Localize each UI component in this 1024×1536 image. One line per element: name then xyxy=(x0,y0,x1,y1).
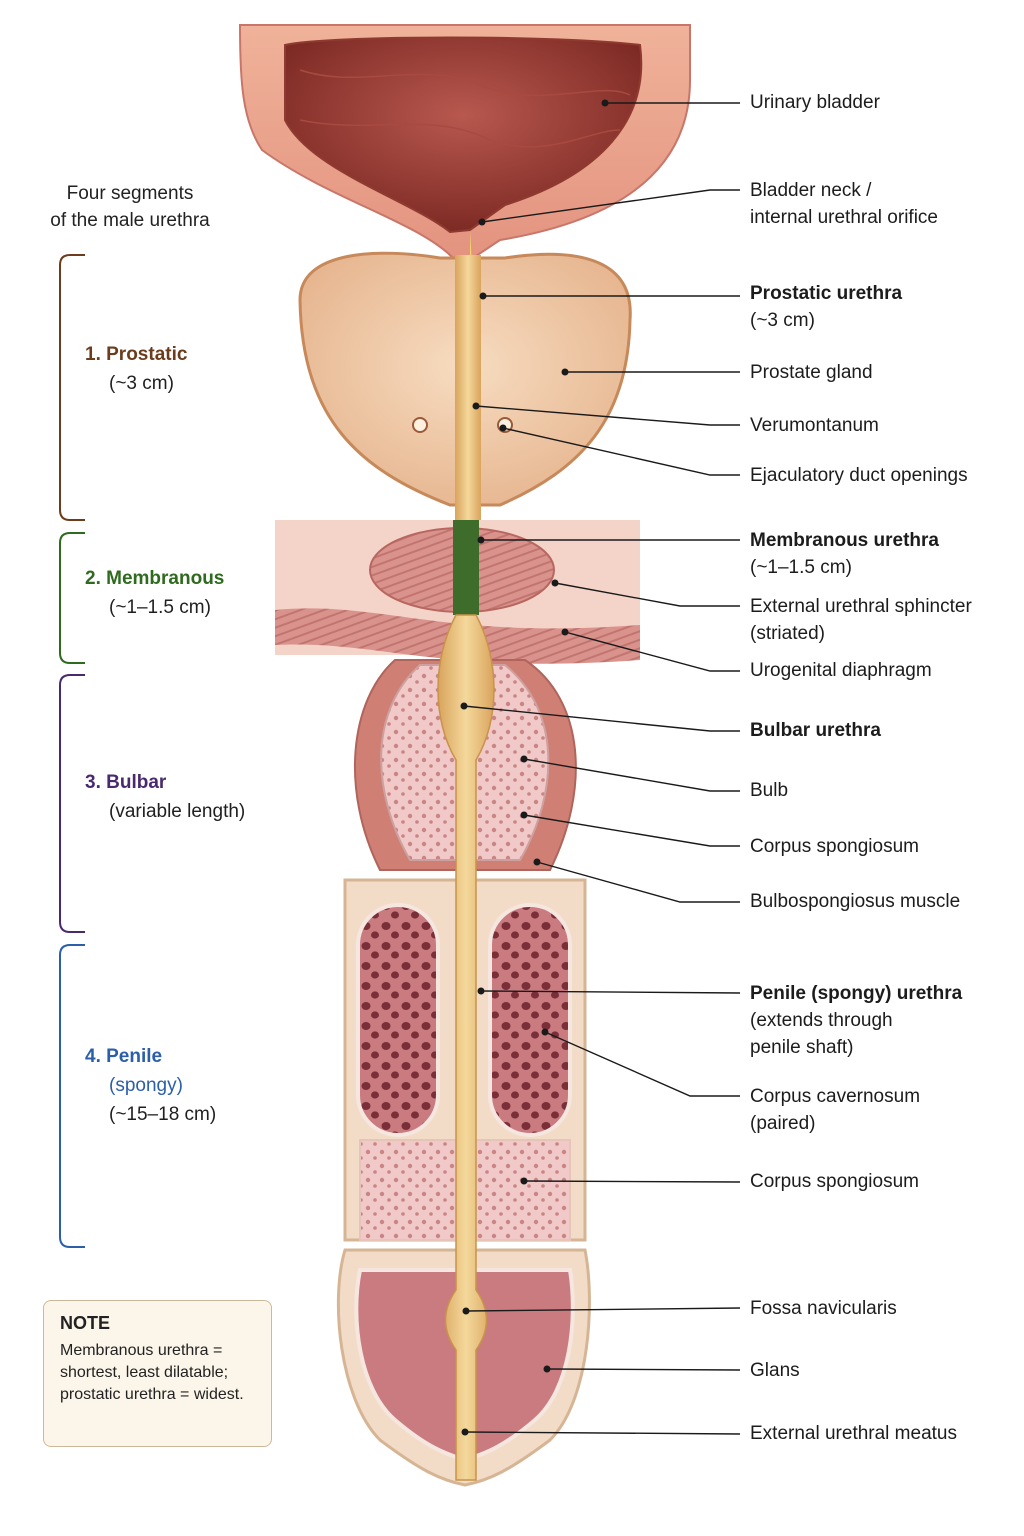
segment-penile-detail-1: (spongy) xyxy=(109,1075,183,1096)
leader-dots xyxy=(460,99,609,1436)
segment-prostatic-detail: (~3 cm) xyxy=(109,373,174,394)
label-membranous-urethra: Membranous urethra (~1–1.5 cm) xyxy=(750,527,939,581)
urinary-bladder-shape xyxy=(238,24,691,261)
label-ejaculatory-duct-openings-line-1: Ejaculatory duct openings xyxy=(750,465,968,486)
segments-heading: Four segments of the male urethra xyxy=(15,180,245,234)
segments-heading-line-2: of the male urethra xyxy=(50,210,210,231)
label-urogenital-diaphragm: Urogenital diaphragm xyxy=(750,657,932,684)
label-penile-urethra: Penile (spongy) urethra (extends through… xyxy=(750,980,962,1061)
label-verumontanum: Verumontanum xyxy=(750,412,879,439)
label-glans-line-1: Glans xyxy=(750,1360,800,1381)
label-prostatic-urethra-line-2: (~3 cm) xyxy=(750,310,815,331)
segment-prostatic-name: 1. Prostatic xyxy=(85,344,188,365)
segment-prostatic: 1. Prostatic (~3 cm) xyxy=(85,340,187,398)
bracket-membranous xyxy=(59,532,85,664)
label-ejaculatory-duct-openings: Ejaculatory duct openings xyxy=(750,462,968,489)
label-bladder-neck-line-1: Bladder neck / xyxy=(750,180,872,201)
label-bladder-neck: Bladder neck / internal urethral orifice xyxy=(750,177,938,231)
label-bulb-line-1: Bulb xyxy=(750,780,789,801)
note-box: NOTE Membranous urethra = shortest, leas… xyxy=(43,1300,272,1447)
label-urinary-bladder: Urinary bladder xyxy=(750,89,880,116)
bracket-prostatic xyxy=(59,254,85,521)
segment-membranous-detail: (~1–1.5 cm) xyxy=(109,597,211,618)
label-bulbospongiosus-muscle-line-1: Bulbospongiosus muscle xyxy=(750,891,961,912)
segment-membranous-name: 2. Membranous xyxy=(85,568,225,589)
label-bulb: Bulb xyxy=(750,777,788,804)
segment-bulbar: 3. Bulbar (variable length) xyxy=(85,768,245,826)
label-corpus-spongiosum-lower-line-1: Corpus spongiosum xyxy=(750,1171,919,1192)
label-bulbospongiosus-muscle: Bulbospongiosus muscle xyxy=(750,888,960,915)
label-glans: Glans xyxy=(750,1357,800,1384)
segment-penile-detail-2: (~15–18 cm) xyxy=(109,1104,217,1125)
segment-penile: 4. Penile (spongy) (~15–18 cm) xyxy=(85,1042,216,1129)
segment-bulbar-detail: (variable length) xyxy=(109,801,246,822)
label-fossa-navicularis: Fossa navicularis xyxy=(750,1295,897,1322)
note-title: NOTE xyxy=(60,1313,111,1333)
label-bulbar-urethra-line-1: Bulbar urethra xyxy=(750,720,881,741)
segment-penile-name: 4. Penile xyxy=(85,1046,163,1067)
label-external-urethral-sphincter-line-2: (striated) xyxy=(750,623,825,644)
leader-lines xyxy=(463,102,741,1435)
label-bladder-neck-line-2: internal urethral orifice xyxy=(750,207,938,228)
segment-membranous: 2. Membranous (~1–1.5 cm) xyxy=(85,564,224,622)
bracket-bulbar xyxy=(59,674,85,933)
label-corpus-spongiosum-upper-line-1: Corpus spongiosum xyxy=(750,836,919,857)
label-verumontanum-line-1: Verumontanum xyxy=(750,415,879,436)
label-external-urethral-meatus-line-1: External urethral meatus xyxy=(750,1423,957,1444)
label-membranous-urethra-line-2: (~1–1.5 cm) xyxy=(750,557,852,578)
label-urogenital-diaphragm-line-1: Urogenital diaphragm xyxy=(750,660,932,681)
label-penile-urethra-line-1: Penile (spongy) urethra xyxy=(750,983,963,1004)
label-prostatic-urethra: Prostatic urethra (~3 cm) xyxy=(750,280,902,334)
label-fossa-navicularis-line-1: Fossa navicularis xyxy=(750,1298,897,1319)
segments-heading-line-1: Four segments xyxy=(66,183,194,204)
label-prostate-gland-line-1: Prostate gland xyxy=(750,362,873,383)
label-external-urethral-meatus: External urethral meatus xyxy=(750,1420,957,1447)
label-urinary-bladder-line-1: Urinary bladder xyxy=(750,92,880,113)
label-membranous-urethra-line-1: Membranous urethra xyxy=(750,530,939,551)
bracket-penile xyxy=(59,944,85,1248)
label-penile-urethra-line-2: (extends through xyxy=(750,1010,893,1031)
label-corpus-spongiosum-lower: Corpus spongiosum xyxy=(750,1168,919,1195)
label-external-urethral-sphincter: External urethral sphincter (striated) xyxy=(750,593,972,647)
urethra-lumen xyxy=(437,230,495,1481)
label-prostate-gland: Prostate gland xyxy=(750,359,873,386)
note-body: Membranous urethra = shortest, least dil… xyxy=(60,1342,244,1403)
label-corpus-cavernosum-line-1: Corpus cavernosum xyxy=(750,1086,921,1107)
segment-bulbar-name: 3. Bulbar xyxy=(85,772,167,793)
label-penile-urethra-line-3: penile shaft) xyxy=(750,1037,854,1058)
label-corpus-spongiosum-upper: Corpus spongiosum xyxy=(750,833,919,860)
label-corpus-cavernosum-line-2: (paired) xyxy=(750,1113,816,1134)
label-corpus-cavernosum: Corpus cavernosum (paired) xyxy=(750,1083,920,1137)
label-prostatic-urethra-line-1: Prostatic urethra xyxy=(750,283,903,304)
label-bulbar-urethra: Bulbar urethra xyxy=(750,717,881,744)
label-external-urethral-sphincter-line-1: External urethral sphincter xyxy=(750,596,972,617)
